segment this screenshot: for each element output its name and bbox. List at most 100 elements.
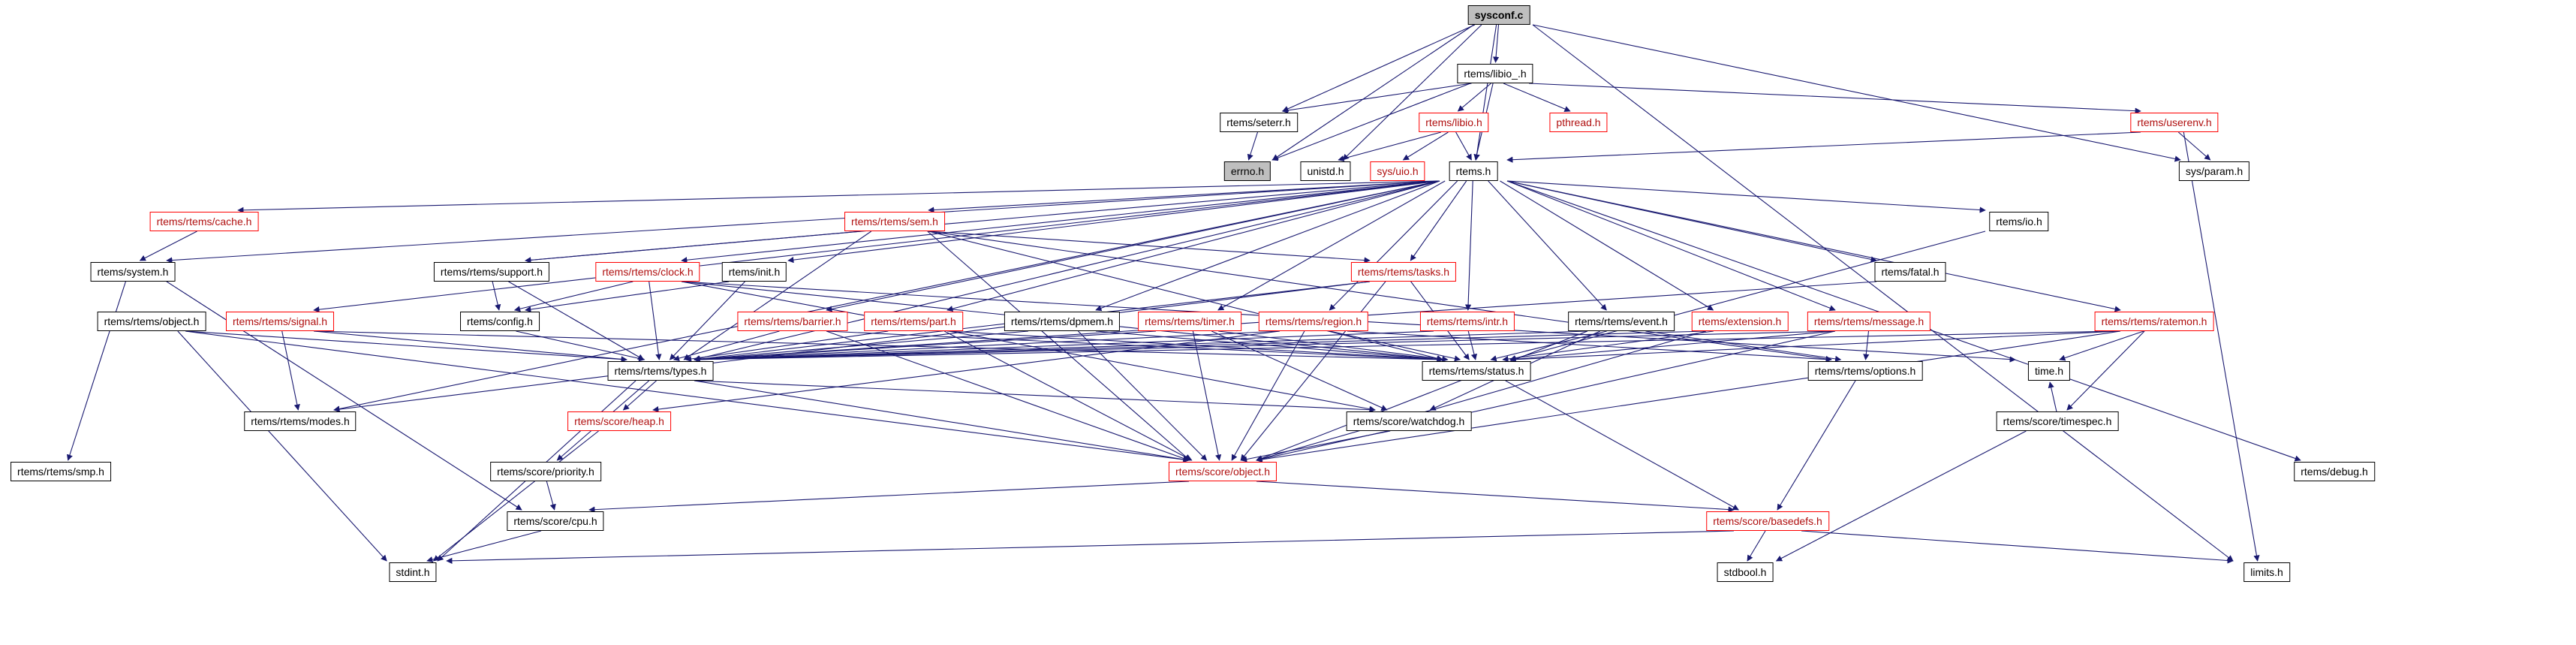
node-limits-h: limits.h — [2243, 562, 2290, 582]
edge-rtems/rtems/sem.h->rtems/rtems/types.h — [683, 231, 872, 360]
edge-rtems/rtems/sem.h->rtems/rtems/support.h — [525, 231, 862, 264]
node-rtems-config-h[interactable]: rtems/config.h — [460, 312, 540, 331]
node-rtems-score-object-h[interactable]: rtems/score/object.h — [1168, 462, 1277, 481]
edge-rtems/rtems/ratemon.h->rtems/score/timespec.h — [2066, 330, 2145, 411]
node-rtems-debug-h[interactable]: rtems/debug.h — [2294, 462, 2375, 481]
node-rtems-rtems-message-h[interactable]: rtems/rtems/message.h — [1807, 312, 1931, 331]
node-rtems-rtems-types-h[interactable]: rtems/rtems/types.h — [607, 361, 714, 381]
edge-rtems.h->rtems/rtems/clock.h — [681, 180, 1440, 264]
node-sysconf-c: sysconf.c — [1467, 5, 1530, 25]
node-rtems-rtems-ratemon-h[interactable]: rtems/rtems/ratemon.h — [2094, 312, 2214, 331]
edge-rtems/rtems/timer.h->rtems/score/object.h — [1192, 330, 1222, 461]
node-rtems-rtems-modes-h[interactable]: rtems/rtems/modes.h — [244, 411, 357, 431]
node-pthread-h[interactable]: pthread.h — [1549, 113, 1608, 132]
edge-rtems/libio_.h->rtems/libio.h — [1457, 83, 1491, 112]
edge-group — [66, 24, 2301, 564]
node-rtems-rtems-signal-h[interactable]: rtems/rtems/signal.h — [225, 312, 335, 331]
node-rtems-rtems-region-h[interactable]: rtems/rtems/region.h — [1258, 312, 1369, 331]
node-rtems-rtems-support-h[interactable]: rtems/rtems/support.h — [433, 262, 550, 282]
edge-rtems/score/basedefs.h->limits.h — [1801, 530, 2234, 564]
node-rtems-rtems-dpmem-h[interactable]: rtems/rtems/dpmem.h — [1004, 312, 1121, 331]
edge-rtems/score/timespec.h->time.h — [2048, 381, 2057, 412]
node-stdbool-h: stdbool.h — [1717, 562, 1774, 582]
node-rtems-libio-h[interactable]: rtems/libio.h — [1419, 113, 1489, 132]
edge-rtems.h->rtems/rtems/ratemon.h — [1506, 180, 2121, 312]
edge-rtems/rtems/sem.h->rtems/rtems/tasks.h — [928, 231, 1371, 264]
edge-rtems/rtems/barrier.h->rtems/score/object.h — [826, 330, 1190, 462]
edge-rtems.h->rtems/rtems/cache.h — [237, 180, 1440, 213]
edge-rtems/score/watchdog.h->rtems/score/object.h — [1240, 430, 1391, 463]
node-rtems-rtems-barrier-h[interactable]: rtems/rtems/barrier.h — [737, 312, 848, 331]
edge-sysconf.c->rtems/libio_.h — [1492, 24, 1500, 63]
node-rtems-libio-h[interactable]: rtems/libio_.h — [1457, 64, 1533, 83]
edge-rtems/rtems/object.h->rtems/score/object.h — [185, 330, 1190, 463]
edge-rtems/rtems/support.h->rtems/rtems/types.h — [508, 281, 645, 360]
node-rtems-rtems-object-h[interactable]: rtems/rtems/object.h — [97, 312, 206, 331]
node-rtems-score-watchdog-h[interactable]: rtems/score/watchdog.h — [1346, 411, 1472, 431]
node-rtems-rtems-cache-h[interactable]: rtems/rtems/cache.h — [149, 212, 259, 231]
edge-rtems/score/cpu.h->stdint.h — [426, 530, 542, 563]
node-rtems-h[interactable]: rtems.h — [1449, 161, 1498, 181]
edge-rtems/libio_.h->pthread.h — [1503, 83, 1571, 112]
edge-rtems/rtems/options.h->rtems/score/basedefs.h — [1777, 380, 1856, 511]
edge-rtems/rtems/signal.h->rtems/rtems/status.h — [313, 330, 1443, 363]
edge-rtems/rtems/object.h->stdint.h — [177, 330, 387, 562]
node-rtems-fatal-h[interactable]: rtems/fatal.h — [1874, 262, 1946, 282]
edge-rtems.h->rtems/rtems/part.h — [946, 180, 1440, 312]
edge-rtems/rtems/event.h->rtems/score/object.h — [1256, 330, 1588, 462]
edge-rtems/rtems/types.h->rtems/score/object.h — [694, 380, 1190, 463]
node-rtems-extension-h[interactable]: rtems/extension.h — [1691, 312, 1789, 331]
node-rtems-rtems-tasks-h[interactable]: rtems/rtems/tasks.h — [1350, 262, 1457, 282]
node-rtems-system-h[interactable]: rtems/system.h — [90, 262, 176, 282]
edge-rtems.h->rtems/rtems/region.h — [1329, 180, 1458, 311]
node-rtems-userenv-h[interactable]: rtems/userenv.h — [2130, 113, 2219, 132]
node-sys-uio-h[interactable]: sys/uio.h — [1370, 161, 1425, 181]
edge-rtems/rtems/signal.h->rtems/rtems/types.h — [313, 330, 627, 363]
edge-rtems/extension.h->rtems/score/object.h — [1256, 330, 1707, 462]
edge-rtems.h->rtems/rtems/modes.h — [333, 180, 1440, 412]
node-rtems-rtems-sem-h[interactable]: rtems/rtems/sem.h — [844, 212, 945, 231]
edge-rtems/system.h->rtems/score/cpu.h — [166, 281, 522, 511]
edge-rtems/rtems/intr.h->rtems/rtems/types.h — [694, 330, 1434, 363]
edge-rtems/rtems/part.h->rtems/rtems/types.h — [685, 330, 889, 363]
node-rtems-rtems-timer-h[interactable]: rtems/rtems/timer.h — [1138, 312, 1241, 331]
node-rtems-score-heap-h[interactable]: rtems/score/heap.h — [567, 411, 671, 431]
node-time-h: time.h — [2027, 361, 2071, 381]
node-rtems-score-timespec-h[interactable]: rtems/score/timespec.h — [1996, 411, 2119, 431]
edge-rtems/userenv.h->rtems.h — [1506, 131, 2141, 163]
edge-rtems/libio.h->sys/uio.h — [1402, 131, 1449, 161]
edge-rtems/rtems/cache.h->rtems/system.h — [139, 231, 197, 261]
edge-rtems.h->rtems/system.h — [166, 180, 1440, 264]
edge-rtems/extension.h->rtems/rtems/status.h — [1502, 330, 1714, 363]
edge-rtems/score/basedefs.h->stdint.h — [446, 530, 1735, 564]
edge-rtems/score/timespec.h->stdbool.h — [1775, 430, 2027, 562]
edge-rtems/rtems/tasks.h->rtems/score/object.h — [1240, 281, 1386, 461]
edge-rtems/rtems/region.h->rtems/score/object.h — [1231, 330, 1305, 461]
node-rtems-rtems-clock-h[interactable]: rtems/rtems/clock.h — [595, 262, 700, 282]
node-rtems-io-h[interactable]: rtems/io.h — [1989, 212, 2049, 231]
node-sys-param-h: sys/param.h — [2178, 161, 2250, 181]
edge-rtems/rtems/timer.h->rtems/rtems/status.h — [1218, 330, 1449, 363]
node-rtems-rtems-status-h[interactable]: rtems/rtems/status.h — [1422, 361, 1531, 381]
edge-rtems/init.h->rtems/rtems/types.h — [669, 281, 745, 360]
node-rtems-init-h[interactable]: rtems/init.h — [721, 262, 787, 282]
edge-rtems/rtems/types.h->rtems/score/heap.h — [622, 380, 657, 411]
edge-rtems/rtems/message.h->rtems/score/object.h — [1256, 330, 1836, 463]
edge-rtems/libio.h->unistd.h — [1338, 131, 1442, 162]
edge-rtems/score/heap.h->stdint.h — [432, 430, 599, 562]
edge-sysconf.c->rtems.h — [1473, 24, 1497, 161]
node-rtems-rtems-smp-h[interactable]: rtems/rtems/smp.h — [11, 462, 111, 481]
node-rtems-rtems-event-h[interactable]: rtems/rtems/event.h — [1568, 312, 1675, 331]
edge-rtems/rtems/region.h->rtems/rtems/types.h — [694, 330, 1280, 363]
edge-rtems/rtems/dpmem.h->rtems/rtems/types.h — [694, 330, 1029, 363]
node-rtems-score-basedefs-h[interactable]: rtems/score/basedefs.h — [1706, 511, 1829, 531]
node-rtems-rtems-part-h[interactable]: rtems/rtems/part.h — [864, 312, 963, 331]
node-errno-h: errno.h — [1223, 161, 1271, 181]
edge-rtems/rtems/clock.h->rtems/config.h — [513, 281, 633, 312]
node-rtems-seterr-h[interactable]: rtems/seterr.h — [1220, 113, 1298, 132]
node-rtems-score-priority-h[interactable]: rtems/score/priority.h — [490, 462, 601, 481]
node-rtems-rtems-intr-h[interactable]: rtems/rtems/intr.h — [1419, 312, 1515, 331]
node-rtems-score-cpu-h[interactable]: rtems/score/cpu.h — [507, 511, 604, 531]
node-rtems-rtems-options-h[interactable]: rtems/rtems/options.h — [1807, 361, 1923, 381]
edge-rtems.h->rtems/rtems/event.h — [1488, 180, 1607, 311]
